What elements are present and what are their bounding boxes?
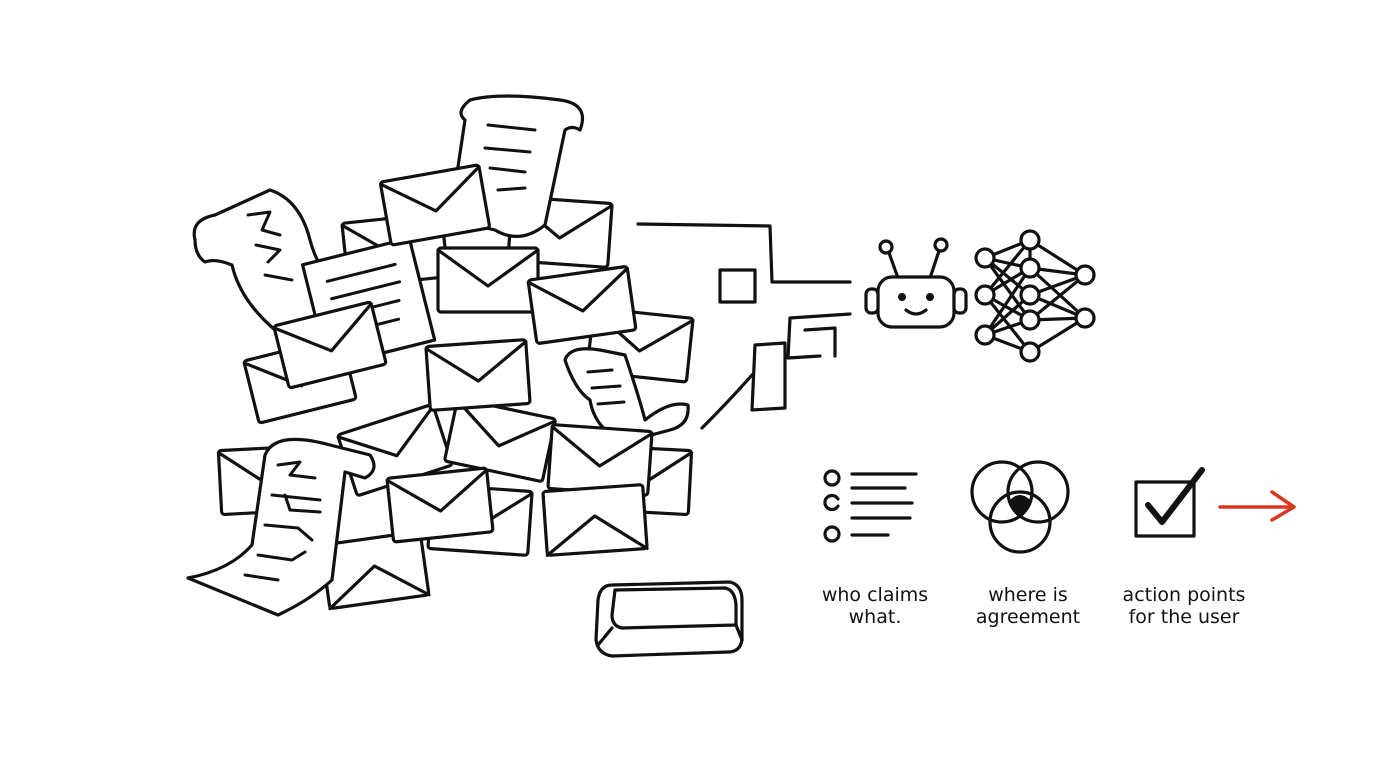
caption-who-claims: who claims what.: [800, 584, 950, 628]
envelope: [424, 337, 532, 413]
checkbox-icon: [1134, 467, 1205, 538]
caption-where-agreement: where is agreement: [948, 584, 1108, 628]
caption-action-points: action points for the user: [1104, 584, 1264, 628]
caption-line: what.: [848, 606, 902, 628]
envelope: [378, 163, 492, 247]
venn-diagram-icon: [970, 460, 1070, 554]
caption-line: for the user: [1128, 606, 1240, 628]
envelope: [436, 246, 540, 314]
caption-line: action points: [1122, 584, 1246, 606]
envelope: [385, 466, 495, 544]
robot-icon: [864, 237, 968, 329]
envelope: [526, 264, 638, 346]
caption-line: agreement: [975, 606, 1081, 628]
arrow-right-icon: [1218, 490, 1296, 522]
connector-lines: [636, 222, 852, 430]
envelope: [541, 482, 649, 558]
list-icon: [823, 469, 918, 543]
neural-network-icon: [974, 229, 1096, 363]
scroll-document: [186, 437, 376, 617]
caption-line: who claims: [821, 584, 929, 606]
keyboard-key-icon: [594, 580, 744, 658]
caption-line: where is: [988, 584, 1068, 606]
document-pile-icon: [186, 94, 695, 617]
scroll-document: [563, 347, 690, 444]
